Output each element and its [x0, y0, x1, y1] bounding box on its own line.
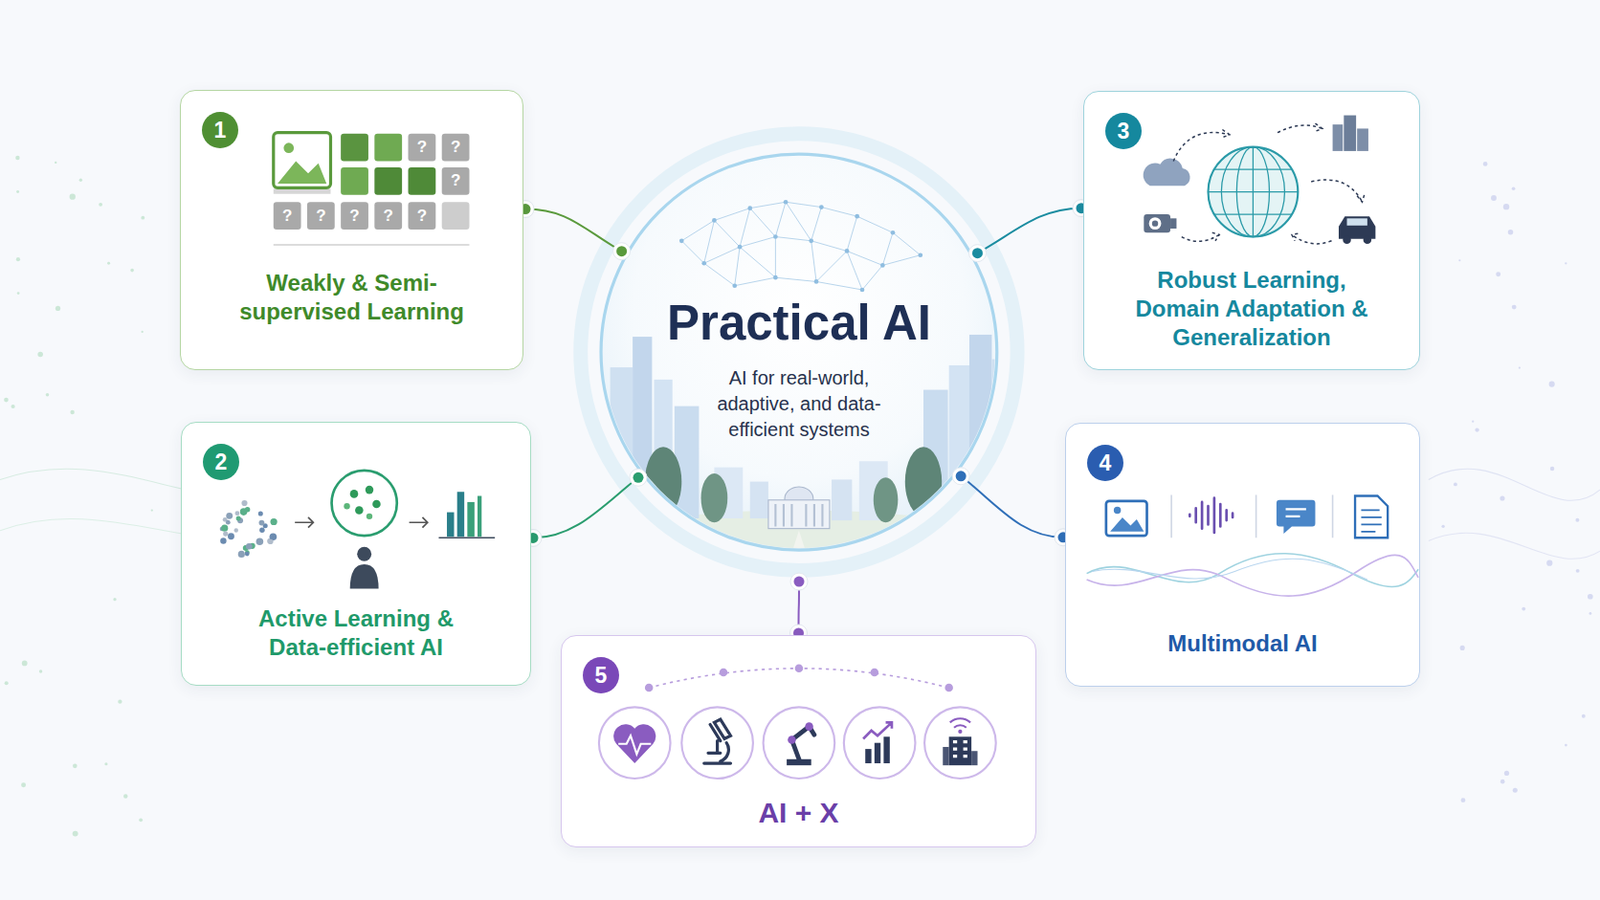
topic-title: Robust Learning, Domain Adaptation & Gen… — [1115, 266, 1389, 353]
edge-dot — [613, 243, 631, 261]
ai-plus-x-icons — [599, 665, 997, 779]
connector — [798, 581, 801, 634]
hub-subtitle: AI for real-world, adaptive, and data-ef… — [703, 365, 895, 444]
topic-title: Weakly & Semi-supervised Learning — [232, 268, 472, 327]
callout-number: 2 — [215, 449, 228, 476]
connector — [977, 208, 1082, 254]
hub-title: Practical AI — [666, 295, 932, 353]
labeled-data-icon — [273, 133, 470, 245]
callout-number: 3 — [1117, 118, 1131, 145]
hub-circle — [600, 154, 998, 551]
hub-circle: Practical AI AI for real-world, adaptive,… — [600, 154, 998, 551]
topic-title: AI + X — [655, 795, 943, 832]
edge-dot — [616, 245, 627, 257]
topic-title: Multimodal AI — [1099, 629, 1387, 659]
topic-box: Weakly & Semi-supervised Learning 1 — [179, 89, 524, 371]
number-badge: 2 — [202, 444, 240, 481]
number-badge: 3 — [1105, 112, 1142, 150]
edge-dot — [629, 468, 647, 487]
edge-dot — [632, 472, 644, 484]
topic-box: Multimodal AI 4 — [1065, 422, 1421, 688]
city-illustration — [574, 334, 1023, 593]
topic-box: AI + X 5 — [560, 635, 1037, 848]
active-learning-icon — [220, 470, 495, 590]
number-badge: 1 — [201, 111, 239, 149]
number-badge: 5 — [582, 657, 620, 694]
callout-number: 1 — [214, 117, 227, 144]
callout-number: 5 — [595, 663, 608, 689]
domain-adaptation-icon — [1143, 115, 1377, 245]
connector — [960, 476, 1064, 538]
hub-text-column: Practical AI AI for real-world, adaptive,… — [600, 295, 998, 444]
callout-number: 4 — [1099, 450, 1112, 477]
connector — [525, 209, 623, 252]
edge-dot — [955, 470, 967, 482]
multimodal-icon — [1087, 494, 1420, 597]
edge-dot — [952, 467, 970, 486]
edge-dot — [972, 247, 983, 259]
edge-dot — [794, 577, 805, 588]
connector — [533, 477, 639, 538]
network-graphic — [679, 200, 923, 292]
hub-halo — [580, 133, 1018, 572]
topic-box: Robust Learning, Domain Adaptation & Gen… — [1083, 90, 1421, 371]
topic-box: Active Learning & Data-efficient AI 2 — [180, 422, 532, 687]
topic-title: Active Learning & Data-efficient AI — [236, 604, 476, 663]
edge-dot — [790, 573, 808, 591]
number-badge: 4 — [1087, 444, 1124, 482]
edge-dot — [968, 244, 986, 263]
